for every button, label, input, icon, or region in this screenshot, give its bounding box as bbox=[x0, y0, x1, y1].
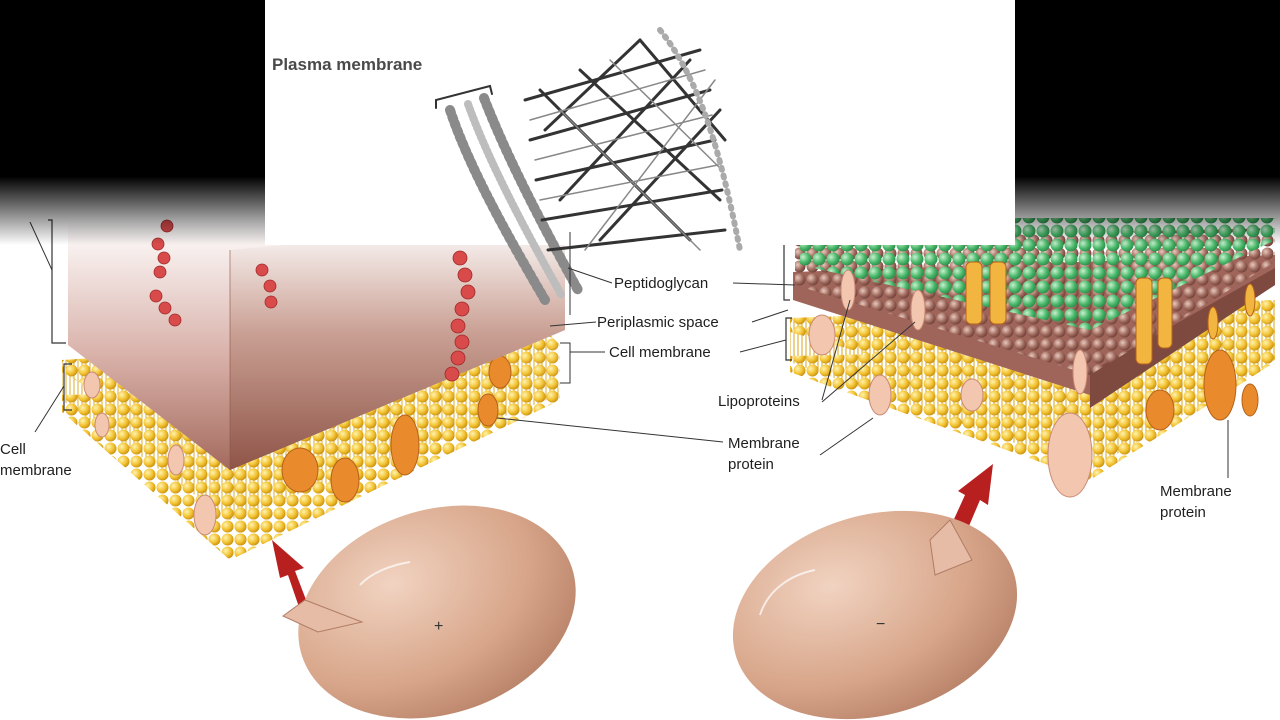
leader-lines bbox=[496, 232, 1229, 478]
plasma-membrane-sketch bbox=[435, 27, 743, 305]
label-periplasmic-space: Periplasmic space bbox=[597, 314, 719, 331]
gram-negative-membrane bbox=[783, 218, 1275, 498]
arrows bbox=[272, 464, 993, 610]
cell-bodies bbox=[282, 505, 1018, 720]
label-cell-membrane-left-line1: Cell bbox=[0, 441, 26, 458]
label-lipoproteins: Lipoproteins bbox=[718, 393, 800, 410]
label-membrane-protein-center-line2: protein bbox=[728, 456, 774, 473]
label-peptidoglycan: Peptidoglycan bbox=[614, 275, 709, 292]
label-membrane-protein-right-line2: protein bbox=[1160, 504, 1206, 521]
plasma-membrane-title: Plasma membrane bbox=[272, 55, 423, 74]
label-cell-membrane-center: Cell membrane bbox=[609, 344, 711, 361]
label-membrane-protein-right-line1: Membrane bbox=[1160, 483, 1232, 500]
gram-positive-membrane bbox=[29, 219, 565, 560]
label-membrane-protein-center-line1: Membrane bbox=[728, 435, 800, 452]
left-cell-marker: + bbox=[434, 618, 444, 635]
label-cell-membrane-left-line2: membrane bbox=[0, 462, 72, 479]
right-cell-marker: − bbox=[876, 616, 886, 633]
